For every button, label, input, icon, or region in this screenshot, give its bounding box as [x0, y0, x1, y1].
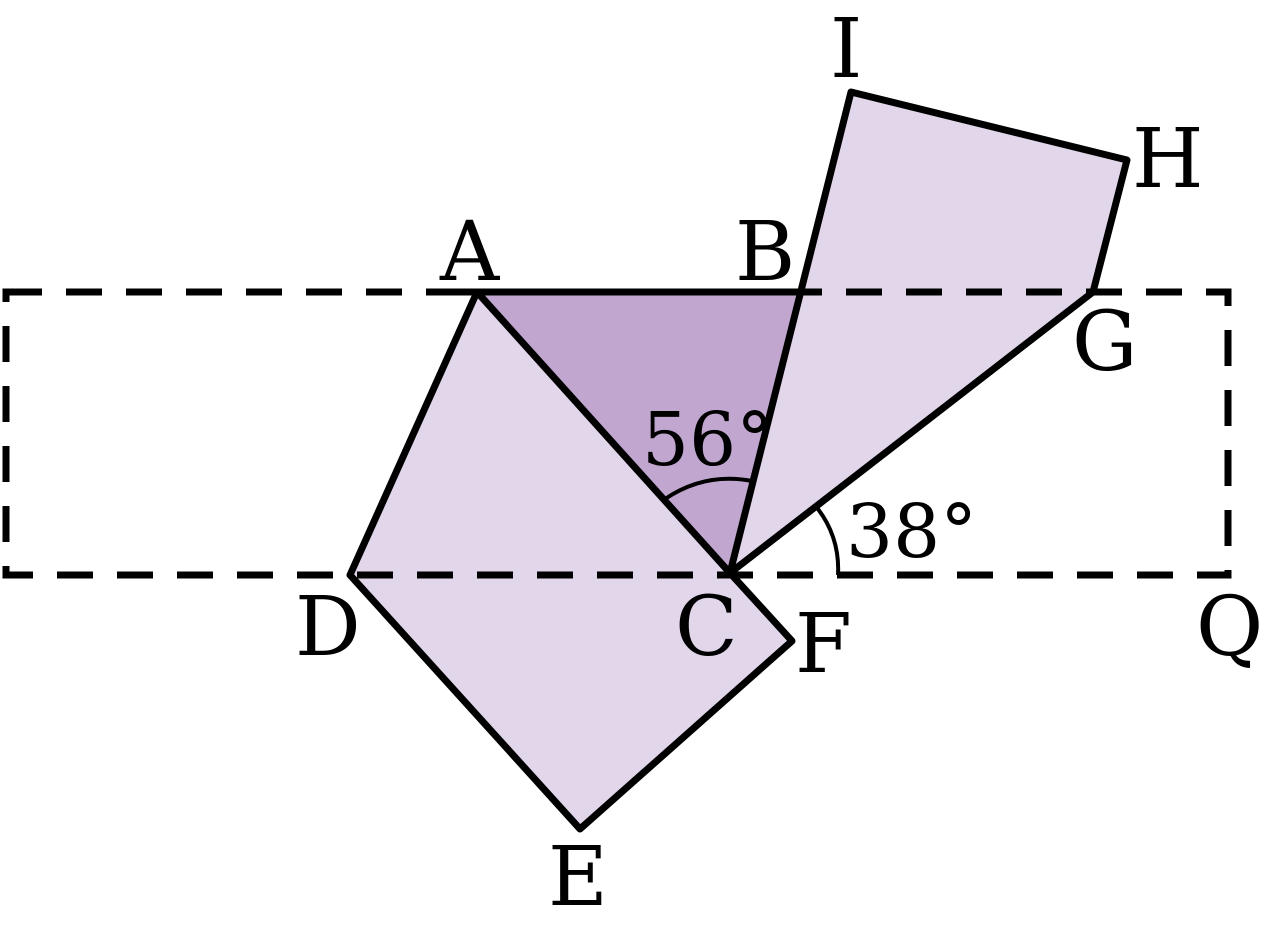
label-q: Q: [1196, 580, 1263, 675]
square-cghi: [730, 92, 1127, 573]
angle-arc-acb: [663, 476, 753, 501]
label-a: A: [439, 205, 501, 300]
label-b: B: [735, 205, 795, 300]
angle-label-gcq: 38°: [846, 489, 977, 575]
label-c: C: [675, 580, 738, 675]
edge-c-i-h-g-c: [726, 88, 1131, 577]
edge-a-d-e-f-c: [346, 288, 796, 833]
angle-label-acb: 56°: [642, 397, 773, 483]
triangle-abc: [477, 292, 800, 573]
label-h: H: [1132, 112, 1204, 207]
label-g: G: [1072, 295, 1138, 390]
label-f: F: [795, 597, 852, 692]
label-i: I: [830, 2, 862, 97]
angle-arc-gcq: [816, 507, 841, 576]
label-e: E: [548, 830, 608, 925]
edge-ac: [473, 288, 734, 577]
label-d: D: [295, 580, 361, 675]
